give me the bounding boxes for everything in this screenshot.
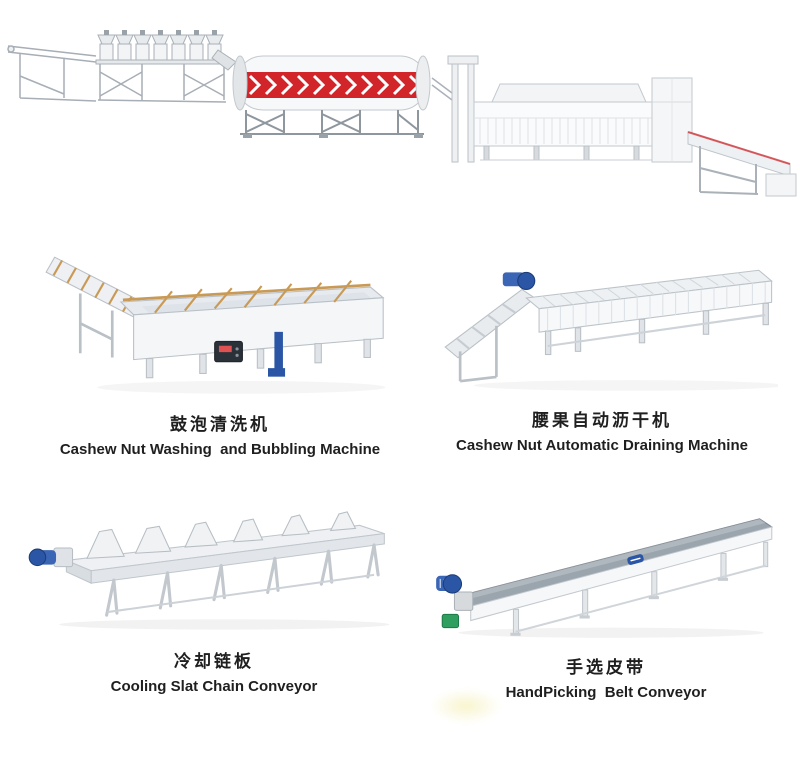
product-name-zh: 鼓泡清洗机 (170, 415, 270, 434)
production-line-figure (0, 6, 800, 206)
product-handpicking-conveyor: 手选皮带 HandPicking Belt Conveyor (420, 478, 792, 701)
cooling-conveyor-illustration (28, 511, 390, 630)
product-name-en: HandPicking Belt Conveyor (505, 684, 707, 701)
outfeed-incline-conveyor (687, 131, 797, 197)
product-draining-machine: 腰果自动沥干机 Cashew Nut Automatic Draining Ma… (418, 234, 786, 454)
product-name-zh: 腰果自动沥干机 (532, 411, 672, 430)
legs (510, 541, 769, 636)
cylinder-support-frame (240, 110, 424, 135)
washing-tank (119, 280, 385, 379)
rotary-cylinder-machine (232, 55, 431, 138)
drive-motor (28, 547, 74, 568)
product-cooling-conveyor: 冷却链板 Cooling Slat Chain Conveyor (14, 490, 414, 695)
draining-machine-illustration (444, 269, 778, 391)
drive-motor (436, 574, 474, 611)
product-caption: 手选皮带 HandPicking Belt Conveyor (420, 653, 792, 701)
product-caption: 腰果自动沥干机 Cashew Nut Automatic Draining Ma… (418, 406, 786, 454)
washing-machine-illustration (45, 256, 386, 394)
transfer-gantry (431, 55, 479, 163)
chevron-pattern (248, 74, 422, 96)
production-line-illustration (7, 29, 797, 197)
infeed-conveyor (7, 45, 97, 102)
handpicking-conveyor-illustration (436, 518, 774, 638)
product-caption: 鼓泡清洗机 Cashew Nut Washing and Bubbling Ma… (24, 410, 416, 458)
control-panel (214, 340, 243, 363)
print-smudge-artifact (430, 688, 502, 724)
belt (457, 518, 774, 622)
drying-tunnel (473, 77, 693, 163)
drain-pipe (268, 331, 286, 377)
feeder-hopper-row (95, 29, 237, 103)
legs (105, 543, 380, 617)
product-name-en: Cashew Nut Automatic Draining Machine (456, 437, 748, 454)
draining-conveyor (524, 269, 773, 356)
product-name-zh: 冷却链板 (174, 652, 254, 671)
product-caption: 冷却链板 Cooling Slat Chain Conveyor (14, 647, 414, 695)
drive-motor (502, 271, 536, 290)
product-name-en: Cooling Slat Chain Conveyor (110, 678, 318, 695)
product-washing-machine: 鼓泡清洗机 Cashew Nut Washing and Bubbling Ma… (24, 238, 416, 458)
spray-pipes (154, 280, 353, 314)
infeed-elevator (444, 288, 536, 383)
product-name-en: Cashew Nut Washing and Bubbling Machine (59, 441, 381, 458)
green-base-block (441, 613, 460, 629)
product-name-zh: 手选皮带 (566, 658, 646, 677)
brand-logo (627, 554, 644, 565)
cooling-hoods (86, 511, 357, 559)
